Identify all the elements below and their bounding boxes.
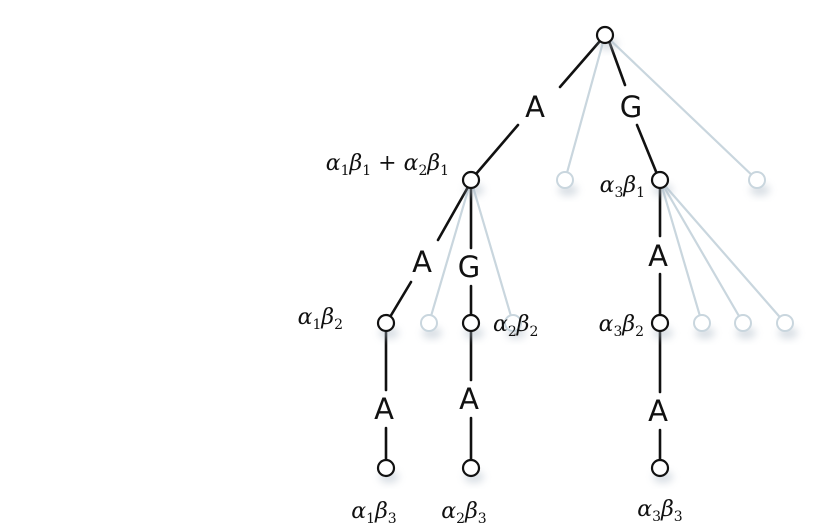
edge-label-l2-mid-a: A: [459, 382, 479, 416]
ghost-edge: [469, 178, 515, 325]
edge-label-l1-g: G: [458, 250, 480, 284]
node-shadows: [379, 38, 798, 483]
ghost-edge: [658, 178, 745, 325]
ghost-node: [734, 314, 752, 332]
node-label-mid2: α2β2: [493, 312, 538, 340]
ghost-edge: [603, 33, 759, 182]
ghost-nodes: [420, 171, 794, 332]
ghost-node: [748, 171, 766, 189]
edge-label-right-l1-a: A: [648, 239, 668, 273]
ghost-edges: [427, 33, 787, 325]
edge-l1-a: [388, 280, 413, 319]
ghost-node: [776, 314, 794, 332]
node-left2: [376, 313, 396, 333]
ghost-node: [693, 314, 711, 332]
node-mid2: [461, 313, 481, 333]
node-right3: [650, 458, 670, 478]
edge-label-right-l2-a: A: [648, 394, 668, 428]
edge-l1-a: [436, 185, 470, 242]
ghost-node: [420, 314, 438, 332]
node-mid3: [461, 458, 481, 478]
edge-labels: A G A G A A A A: [374, 90, 668, 428]
ghost-node: [504, 314, 522, 332]
node-n1: [461, 170, 481, 190]
node-label-right2: α3β2: [599, 312, 644, 340]
edge-label-l2-left-a: A: [374, 392, 394, 426]
edge-root-g: [635, 123, 659, 176]
node-label-left3: α1β3: [351, 499, 396, 527]
edge-label-l1-a: A: [412, 245, 432, 279]
node-right1: [650, 170, 670, 190]
tree-edges: [384, 39, 662, 462]
root-node: [595, 25, 615, 45]
node-right2: [650, 313, 670, 333]
ghost-node: [556, 171, 574, 189]
node-label-left2: α1β2: [298, 305, 343, 333]
tree-nodes: [376, 25, 670, 478]
node-labels: α1β1 + α2β1 α3β1 α1β2 α2β2 α3β2 α1β3 α2β…: [298, 151, 683, 527]
node-label-mid3: α2β3: [441, 499, 486, 527]
node-left3: [376, 458, 396, 478]
edge-root-a: [558, 39, 602, 89]
ghost-edge: [563, 33, 607, 182]
node-label-right3: α3β3: [637, 497, 682, 525]
ghost-edge: [427, 178, 473, 325]
ghost-edge: [658, 178, 704, 325]
node-label-n1: α1β1 + α2β1: [326, 151, 449, 179]
ghost-edge: [658, 178, 787, 325]
edge-label-root-a: A: [525, 90, 545, 124]
edge-root-a: [474, 123, 520, 176]
edge-label-root-g: G: [620, 90, 642, 124]
node-label-right1: α3β1: [600, 173, 645, 201]
